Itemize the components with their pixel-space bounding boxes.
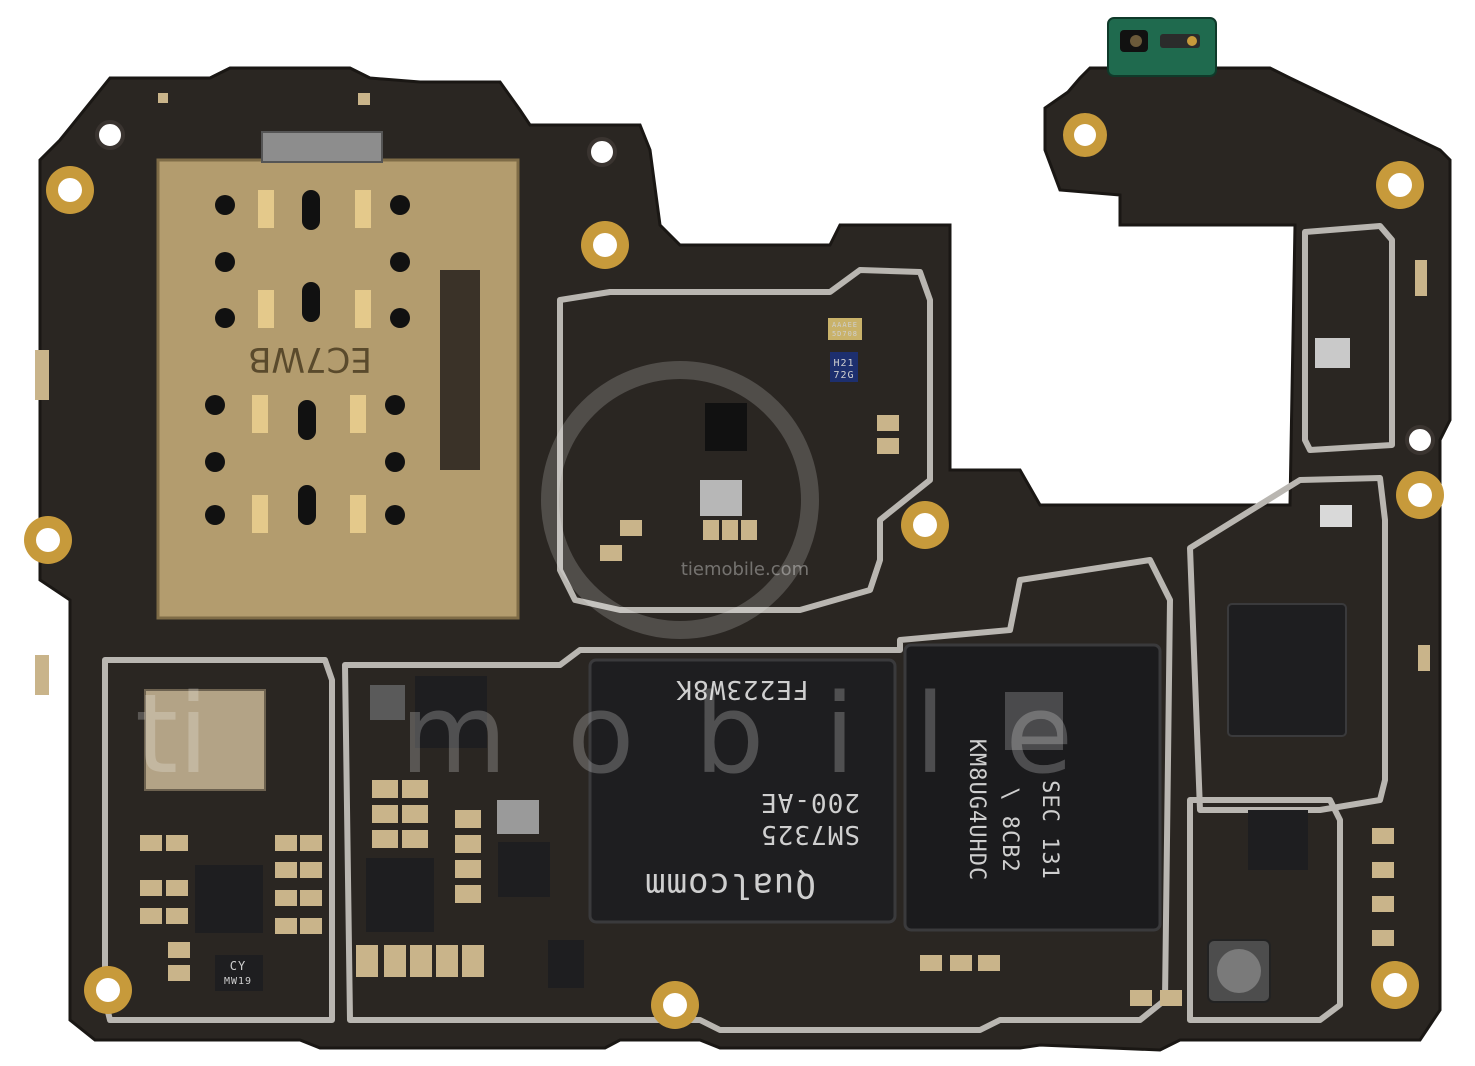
soc-model-1: 200-AE bbox=[760, 787, 860, 817]
small-ic-line-1: H21 bbox=[833, 358, 854, 369]
sim-slot-label: EC7WB bbox=[248, 339, 372, 379]
shield-frames bbox=[102, 223, 1395, 1033]
mem-line-2: \ 8CB2 bbox=[997, 787, 1022, 872]
mounting-holes bbox=[24, 113, 1444, 1029]
tag-line-2: 5D708 bbox=[832, 330, 858, 338]
watermark: ti mobile tiemobile.com bbox=[135, 361, 1133, 798]
mem-line-1: SEC 131 bbox=[1037, 780, 1062, 880]
small-ic-line-2: 72G bbox=[833, 370, 854, 381]
memory-chip: SEC 131 \ 8CB2 KM8UG4UHDC bbox=[903, 643, 1162, 932]
soc-chip: FE223W8K 200-AE SM7325 Qualcomm bbox=[588, 658, 897, 924]
passive-components bbox=[35, 93, 1430, 1006]
pmic-mark-1: CY bbox=[230, 959, 246, 973]
pmic-mark-2: MW19 bbox=[224, 976, 252, 987]
mem-line-3: KM8UG4UHDC bbox=[964, 739, 989, 881]
soc-code: FE223W8K bbox=[675, 674, 808, 704]
watermark-main: mobile bbox=[400, 670, 1133, 798]
sim-tray: EC7WB bbox=[156, 131, 520, 620]
secondary-ics: H21 72G AAAEE 5D708 CY MW19 bbox=[144, 318, 1352, 1003]
soc-model-2: SM7325 bbox=[760, 819, 860, 849]
watermark-url: tiemobile.com bbox=[681, 559, 809, 580]
soc-brand: Qualcomm bbox=[644, 865, 816, 905]
tag-line-1: AAAEE bbox=[832, 321, 858, 329]
watermark-prefix: ti bbox=[135, 670, 209, 798]
